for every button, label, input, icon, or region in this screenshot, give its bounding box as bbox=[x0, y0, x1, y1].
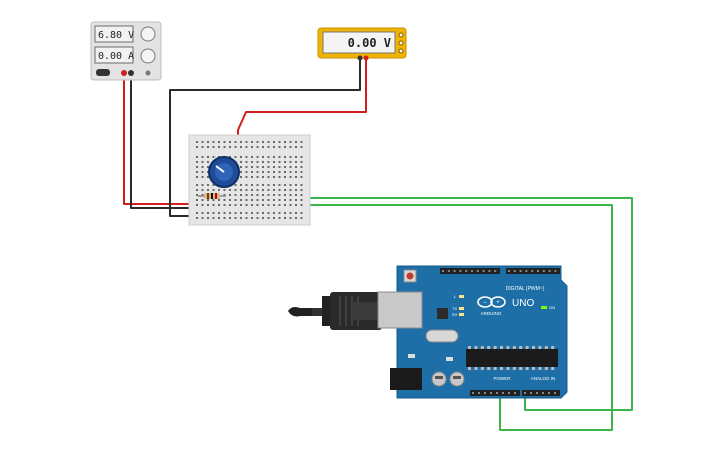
led-tx-label: TX bbox=[452, 306, 457, 311]
breadboard-holes bbox=[196, 141, 303, 219]
voltage-knob[interactable] bbox=[140, 26, 156, 42]
crystal bbox=[425, 329, 459, 343]
brand-label: ARDUINO bbox=[481, 311, 502, 316]
arduino-logo: − + bbox=[477, 296, 506, 308]
wire-meter-negative[interactable] bbox=[169, 58, 361, 217]
breadboard[interactable] bbox=[188, 134, 311, 226]
power-supply[interactable]: 6.80 V 0.00 A bbox=[90, 21, 162, 81]
svg-text:−: − bbox=[483, 300, 487, 306]
multimeter-reading: 0.00 V bbox=[348, 36, 391, 50]
potentiometer[interactable] bbox=[208, 156, 240, 188]
supply-negative-terminal[interactable] bbox=[128, 70, 134, 76]
led-l-label: L bbox=[454, 294, 457, 299]
power-label: POWER bbox=[493, 376, 511, 381]
reset-button[interactable] bbox=[406, 272, 414, 280]
power-led bbox=[541, 306, 547, 309]
model-label: UNO bbox=[512, 298, 534, 309]
header-analog bbox=[522, 390, 560, 396]
wire-green-2[interactable] bbox=[250, 204, 613, 431]
resistor[interactable] bbox=[198, 193, 226, 199]
analog-label: ANALOG IN bbox=[531, 376, 556, 381]
usb-cable[interactable] bbox=[288, 292, 382, 330]
on-label: ON bbox=[549, 305, 555, 310]
mode-button-3[interactable] bbox=[398, 48, 404, 54]
current-knob[interactable] bbox=[140, 48, 156, 64]
meter-v-terminal[interactable] bbox=[363, 55, 369, 61]
multimeter[interactable]: 0.00 V bbox=[317, 27, 407, 61]
mode-button-1[interactable] bbox=[398, 32, 404, 38]
meter-com-terminal[interactable] bbox=[357, 55, 363, 61]
led-l bbox=[459, 295, 464, 298]
wire-supply-negative[interactable] bbox=[130, 74, 205, 209]
supply-current-display: 0.00 A bbox=[98, 51, 134, 62]
mode-button-2[interactable] bbox=[398, 40, 404, 46]
digital-label: DIGITAL (PWM~) bbox=[506, 286, 545, 292]
supply-voltage-display: 6.80 V bbox=[98, 30, 134, 41]
supply-positive-terminal[interactable] bbox=[121, 70, 127, 76]
wires bbox=[123, 58, 633, 431]
header-top-left bbox=[440, 268, 500, 274]
arduino-uno[interactable]: DIGITAL (PWM~) − + UNO ARDUINO L TX RX O… bbox=[377, 265, 568, 399]
power-jack bbox=[390, 368, 422, 390]
wire-supply-positive[interactable] bbox=[123, 74, 200, 205]
header-power bbox=[470, 390, 520, 396]
led-rx-label: RX bbox=[452, 312, 458, 317]
supply-power-switch[interactable] bbox=[96, 69, 110, 76]
usb-port bbox=[377, 291, 423, 329]
atmega-chip bbox=[466, 349, 558, 367]
svg-text:+: + bbox=[496, 300, 500, 306]
wire-green-1[interactable] bbox=[230, 197, 633, 411]
usb-chip bbox=[437, 308, 448, 319]
